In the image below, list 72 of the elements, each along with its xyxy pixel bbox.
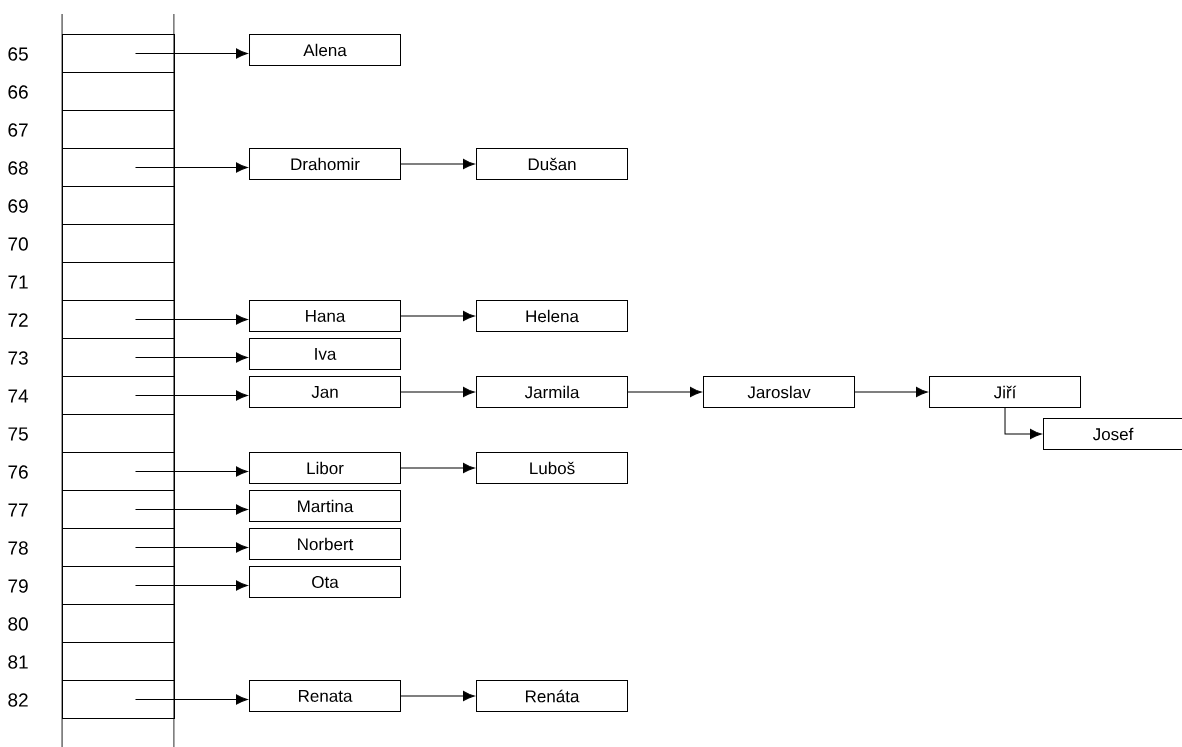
row-number: 77	[8, 503, 28, 517]
arrow	[400, 462, 475, 474]
name-box: Martina	[249, 490, 401, 522]
name-box: Jaroslav	[703, 376, 855, 408]
row-number: 82	[8, 693, 28, 707]
row-number: 68	[8, 161, 28, 175]
row-number: 81	[8, 655, 28, 669]
row-number: 71	[8, 275, 28, 289]
row-number: 66	[8, 85, 28, 99]
row-number: 73	[8, 351, 28, 365]
name-box: Hana	[249, 300, 401, 332]
table-cell	[62, 262, 175, 301]
name-box: Jiří	[929, 376, 1081, 408]
row-number: 70	[8, 237, 28, 251]
table-cell	[62, 110, 175, 149]
name-box: Alena	[249, 34, 401, 66]
arrow	[1004, 407, 1042, 440]
arrow	[400, 310, 475, 322]
table-cell	[62, 490, 175, 529]
name-box: Luboš	[476, 452, 628, 484]
row-number: 79	[8, 579, 28, 593]
row-number: 65	[8, 47, 28, 61]
row-number: 67	[8, 123, 28, 137]
table-cell	[62, 186, 175, 225]
arrow	[135, 694, 248, 705]
arrow	[854, 386, 928, 398]
name-box: Jarmila	[476, 376, 628, 408]
arrow	[135, 466, 248, 477]
table-cell	[62, 642, 175, 681]
table-cell	[62, 528, 175, 567]
name-box: Norbert	[249, 528, 401, 560]
arrow	[135, 504, 248, 515]
name-box: Dušan	[476, 148, 628, 180]
table-cell	[62, 452, 175, 491]
row-number: 80	[8, 617, 28, 631]
arrow	[135, 162, 248, 173]
arrow	[135, 352, 248, 363]
row-number: 74	[8, 389, 29, 403]
name-box: Renáta	[476, 680, 628, 712]
row-number: 69	[8, 199, 28, 213]
table-cell	[62, 414, 175, 453]
name-box: Drahomir	[249, 148, 401, 180]
name-box: Jan	[249, 376, 401, 408]
table-cell	[62, 566, 175, 605]
table-cell	[62, 338, 175, 377]
arrow	[400, 690, 475, 702]
row-number: 72	[8, 313, 28, 327]
table-cell	[62, 604, 175, 643]
name-box: Libor	[249, 452, 401, 484]
table-cell	[62, 680, 175, 719]
row-number: 75	[8, 427, 28, 441]
arrow	[135, 542, 248, 553]
arrow	[400, 158, 475, 170]
name-box: Josef	[1043, 418, 1182, 450]
arrow	[400, 386, 475, 398]
arrow	[135, 48, 248, 59]
arrow	[627, 386, 702, 398]
table-cell	[62, 72, 175, 111]
row-number: 78	[8, 541, 28, 555]
table-cell	[62, 34, 175, 73]
table-cell	[62, 376, 175, 415]
table-cell	[62, 148, 175, 187]
arrow	[135, 580, 248, 591]
name-box: Renata	[249, 680, 401, 712]
table-cell	[62, 224, 175, 263]
arrow	[135, 390, 248, 401]
table-cell	[62, 300, 175, 339]
name-box: Helena	[476, 300, 628, 332]
name-box: Iva	[249, 338, 401, 370]
row-number: 76	[8, 465, 28, 479]
name-box: Ota	[249, 566, 401, 598]
arrow	[135, 314, 248, 325]
